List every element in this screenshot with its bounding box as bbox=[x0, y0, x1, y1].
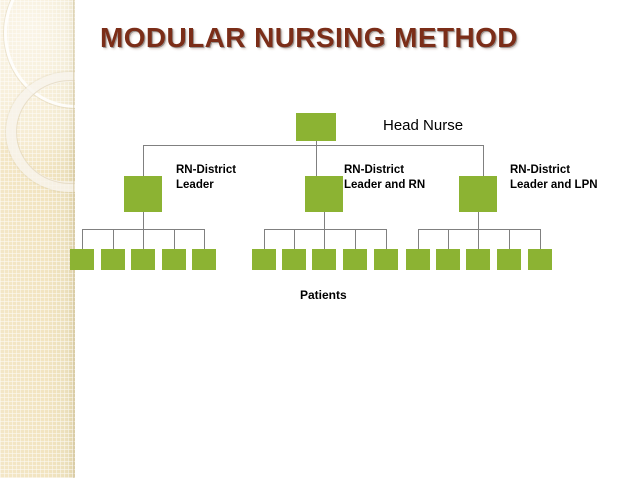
node-patient[interactable] bbox=[282, 249, 306, 270]
edge-group2-drop-2 bbox=[294, 229, 295, 250]
node-patient[interactable] bbox=[343, 249, 367, 270]
edge-group3-bus bbox=[418, 229, 540, 230]
edge-group1-drop-5 bbox=[204, 229, 205, 250]
node-patient[interactable] bbox=[466, 249, 490, 270]
node-patient[interactable] bbox=[131, 249, 155, 270]
edge-group3-drop-3 bbox=[478, 229, 479, 250]
label-patients: Patients bbox=[300, 288, 347, 302]
node-patient[interactable] bbox=[192, 249, 216, 270]
node-patient[interactable] bbox=[406, 249, 430, 270]
edge-head-stem bbox=[316, 141, 317, 146]
label-rn-district-leader-and-lpn: RN-District Leader and LPN bbox=[510, 164, 598, 191]
edge-group1-drop-2 bbox=[113, 229, 114, 250]
edge-group2-bus bbox=[264, 229, 386, 230]
node-patient[interactable] bbox=[252, 249, 276, 270]
node-patient[interactable] bbox=[312, 249, 336, 270]
node-patient[interactable] bbox=[436, 249, 460, 270]
edge-level1-bus bbox=[143, 145, 484, 146]
node-rn-district-leader[interactable] bbox=[124, 176, 162, 212]
node-head-nurse[interactable] bbox=[296, 113, 336, 141]
edge-group3-drop-4 bbox=[509, 229, 510, 250]
band-edge-divider bbox=[73, 0, 75, 478]
edge-group3-drop-5 bbox=[540, 229, 541, 250]
node-patient[interactable] bbox=[70, 249, 94, 270]
edge-group1-drop-1 bbox=[82, 229, 83, 250]
label-rn-district-leader-and-rn: RN-District Leader and RN bbox=[344, 164, 426, 191]
edge-group3-drop-2 bbox=[448, 229, 449, 250]
page-title: MODULAR NURSING METHOD bbox=[100, 22, 518, 53]
label-rn-district-leader: RN-District Leader bbox=[176, 164, 237, 191]
edge-group2-drop-5 bbox=[386, 229, 387, 250]
node-patient[interactable] bbox=[162, 249, 186, 270]
node-rn-district-leader-and-rn[interactable] bbox=[305, 176, 343, 212]
edge-group3-drop-1 bbox=[418, 229, 419, 250]
node-patient[interactable] bbox=[528, 249, 552, 270]
node-patient[interactable] bbox=[101, 249, 125, 270]
node-rn-district-leader-and-lpn[interactable] bbox=[459, 176, 497, 212]
node-patient[interactable] bbox=[497, 249, 521, 270]
edge-group2-drop-4 bbox=[355, 229, 356, 250]
node-patient[interactable] bbox=[374, 249, 398, 270]
edge-group2-drop-3 bbox=[324, 229, 325, 250]
edge-group1-drop-4 bbox=[174, 229, 175, 250]
decorative-side-band bbox=[0, 0, 75, 478]
edge-group2-drop-1 bbox=[264, 229, 265, 250]
label-head-nurse: Head Nurse bbox=[383, 117, 464, 134]
edge-group1-drop-3 bbox=[143, 229, 144, 250]
